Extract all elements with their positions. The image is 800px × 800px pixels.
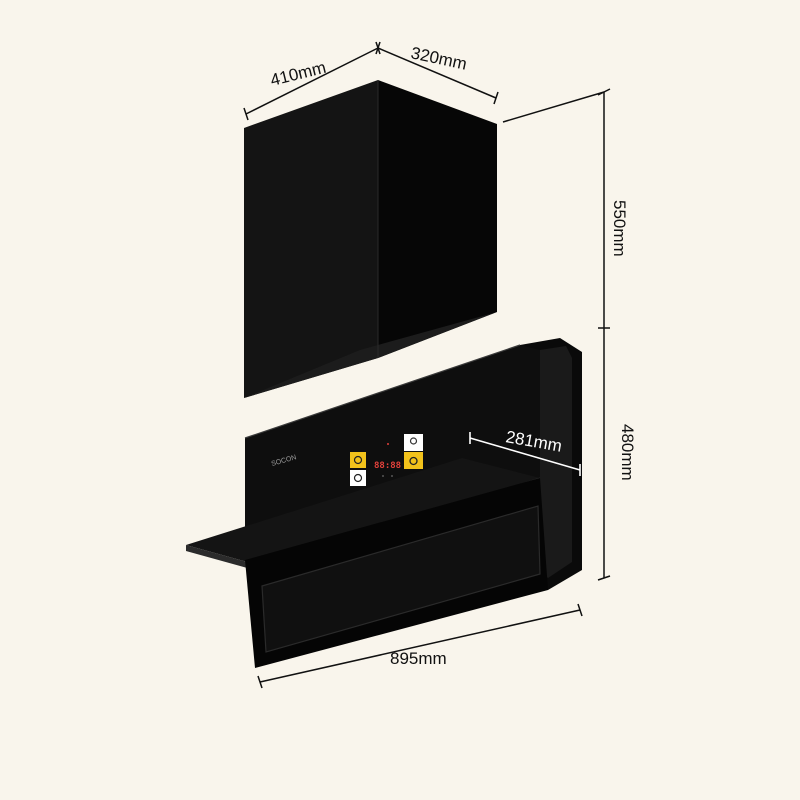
control-panel: 88:88 xyxy=(350,434,423,486)
hood-side-inner xyxy=(540,346,572,578)
deflector-plate-edge xyxy=(186,545,262,572)
button-fan-low[interactable] xyxy=(350,452,366,468)
lower-frame-opening xyxy=(261,505,541,653)
dimension-label-body-height: 480mm xyxy=(618,424,637,481)
dimension-label-chimney-height: 550mm xyxy=(610,200,629,257)
fan-high-icon xyxy=(353,473,363,483)
button-light[interactable] xyxy=(404,434,423,451)
dimension-vertical: 550mm 480mm xyxy=(502,88,637,581)
display-dot xyxy=(382,475,384,477)
digital-display: 88:88 xyxy=(374,461,401,471)
dimension-label-body-width: 895mm xyxy=(390,649,447,668)
chimney-bottom-face xyxy=(244,312,497,398)
button-power[interactable] xyxy=(404,452,423,469)
chimney xyxy=(244,80,497,398)
power-icon xyxy=(409,456,418,466)
button-fan-high[interactable] xyxy=(350,470,366,486)
dimension-body-width: 895mm xyxy=(257,603,583,689)
hood-body xyxy=(186,338,582,668)
dimension-label-chimney-width: 410mm xyxy=(268,58,328,90)
display-dot xyxy=(387,443,389,445)
display-dot xyxy=(391,475,393,477)
deflector-plate xyxy=(186,458,540,566)
light-icon xyxy=(409,437,418,445)
hood-top-edge xyxy=(244,344,521,439)
dimension-label-chimney-depth: 320mm xyxy=(409,43,468,73)
chimney-side-face xyxy=(378,80,497,358)
chimney-front-face xyxy=(244,80,378,398)
fan-low-icon xyxy=(353,455,363,465)
